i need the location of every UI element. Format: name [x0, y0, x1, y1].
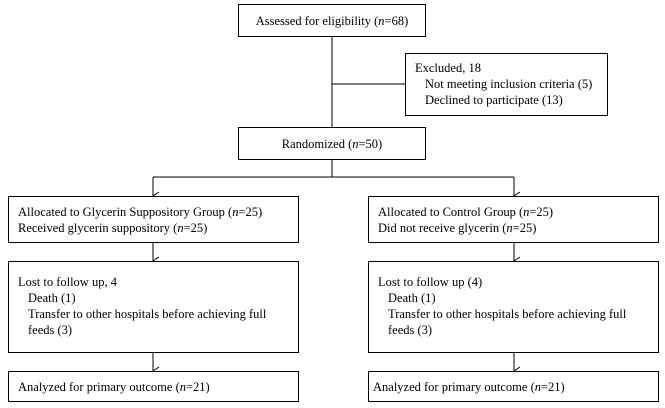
left-allocation-box: Allocated to Glycerin Suppository Group …	[8, 196, 299, 243]
excluded-box: Excluded, 18 Not meeting inclusion crite…	[405, 53, 608, 116]
left-followup-box: Lost to follow up, 4 Death (1) Transfer …	[8, 261, 299, 353]
right-followup-transfer: Transfer to other hospitals before achie…	[388, 307, 627, 337]
assessed-box: Assessed for eligibility (n=68)	[238, 4, 426, 37]
left-followup-death: Death (1)	[28, 291, 76, 305]
right-analysis-box: Analyzed for primary outcome (n=21)	[368, 371, 659, 402]
right-allocation-line2: Did not receive glycerin (n=25)	[378, 221, 537, 235]
assessed-label: Assessed for eligibility (n=68)	[255, 14, 409, 28]
excluded-item-declined: Declined to participate (13)	[425, 93, 563, 107]
excluded-item-inclusion: Not meeting inclusion criteria (5)	[425, 77, 593, 91]
right-followup-title: Lost to follow up (4)	[378, 275, 483, 289]
right-followup-death: Death (1)	[388, 291, 436, 305]
left-allocation-line2: Received glycerin suppository (n=25)	[18, 221, 208, 235]
left-followup-transfer: Transfer to other hospitals before achie…	[28, 307, 267, 337]
randomized-box: Randomized (n=50)	[238, 127, 426, 160]
right-allocation-line1: Allocated to Control Group (n=25)	[378, 205, 554, 219]
randomized-label: Randomized (n=50)	[281, 137, 383, 151]
left-followup-title: Lost to follow up, 4	[18, 275, 117, 289]
left-allocation-line1: Allocated to Glycerin Suppository Group …	[18, 205, 263, 219]
excluded-title: Excluded, 18	[415, 61, 481, 75]
left-analysis-box: Analyzed for primary outcome (n=21)	[8, 371, 299, 402]
right-analysis-label: Analyzed for primary outcome (n=21)	[373, 380, 565, 394]
right-allocation-box: Allocated to Control Group (n=25) Did no…	[368, 196, 659, 243]
right-followup-box: Lost to follow up (4) Death (1) Transfer…	[368, 261, 659, 353]
left-analysis-label: Analyzed for primary outcome (n=21)	[18, 380, 210, 394]
